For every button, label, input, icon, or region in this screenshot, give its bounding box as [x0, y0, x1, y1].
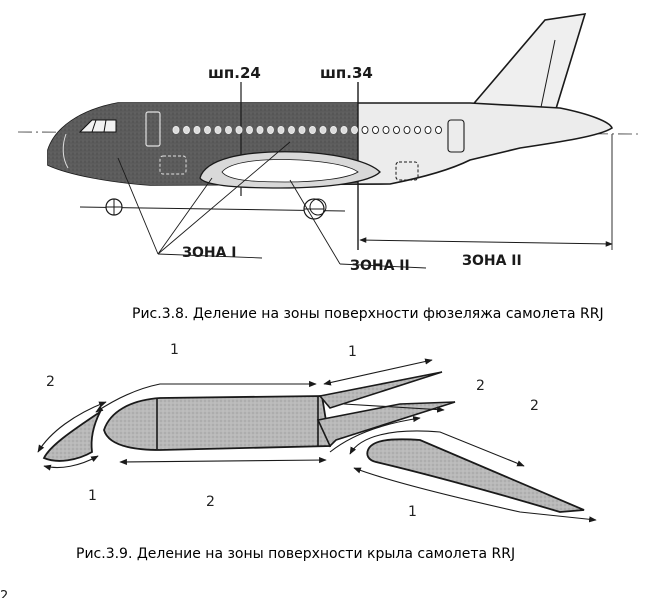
- main-gear-wheel: [303, 198, 327, 220]
- passenger-window: [183, 125, 190, 135]
- box-bottom-zone-number: 2: [206, 494, 215, 510]
- passenger-window: [309, 125, 316, 135]
- passenger-window: [298, 125, 306, 135]
- zone-2-pointer-lines: [289, 179, 427, 269]
- zone-1-pointer-lines: [117, 141, 291, 259]
- passenger-window: [424, 125, 432, 135]
- passenger-window: [382, 125, 390, 135]
- spoiler-zone-2-arrow: [343, 403, 445, 413]
- wing-figure: 2 1 1 2 1 2 2 1 Рис.3.9. Деление на зоны…: [37, 342, 597, 562]
- passenger-window: [225, 125, 232, 135]
- passenger-window: [435, 125, 442, 135]
- flap-section: [366, 438, 585, 513]
- passenger-window: [288, 125, 295, 135]
- passenger-window: [330, 125, 337, 135]
- passenger-window: [403, 125, 411, 135]
- zone-2-aft-dimension: [359, 237, 613, 247]
- page-number-fragment: 2: [0, 589, 8, 598]
- box-zone-1-arrow: [95, 380, 317, 413]
- aft-door: [447, 119, 465, 153]
- frame-34-label: шп.34: [320, 64, 373, 82]
- passenger-window: [267, 125, 274, 135]
- forward-door: [145, 111, 161, 147]
- passenger-window: [246, 125, 253, 135]
- passenger-window: [340, 125, 348, 135]
- spoiler-top-zone-number: 1: [348, 344, 357, 360]
- passenger-windows: [172, 125, 442, 135]
- spoiler-right-zone-number: 2: [476, 378, 485, 394]
- zone-1-label: ЗОНА I: [182, 245, 236, 261]
- passenger-window: [414, 125, 421, 135]
- passenger-window: [172, 125, 180, 135]
- vertical-tail: [468, 13, 587, 113]
- passenger-window: [256, 125, 264, 135]
- flap-zone-2-arrow: [349, 430, 525, 467]
- nose-gear-wheel: [105, 198, 123, 216]
- wing-root-inner: [221, 159, 359, 183]
- zone-2-lower-label: ЗОНА II: [350, 258, 410, 274]
- passenger-window: [372, 125, 379, 135]
- passenger-window: [319, 125, 327, 135]
- figure-3-9-caption: Рис.3.9. Деление на зоны поверхности кры…: [76, 546, 515, 562]
- passenger-window: [235, 125, 243, 135]
- passenger-window: [214, 125, 222, 135]
- frame-24-label: шп.24: [208, 64, 261, 82]
- slat-top-zone-number: 2: [46, 374, 55, 390]
- tail-rudder-line: [539, 39, 556, 113]
- box-top-zone-number: 1: [170, 342, 179, 358]
- passenger-window: [361, 125, 369, 135]
- zone-2-aft-label: ЗОНА II: [462, 253, 522, 269]
- box-zone-2-arrow: [119, 456, 327, 466]
- passenger-window: [277, 125, 285, 135]
- cargo-door-front: [159, 155, 187, 175]
- passenger-window: [193, 125, 201, 135]
- flap-top-zone-number: 2: [530, 398, 539, 414]
- fuselage-figure: шп.24 шп.34 ЗОНА I ЗОНА II ЗОНА II Рис.3…: [17, 13, 641, 322]
- ground-line: [79, 206, 346, 212]
- nose-cone-line: [62, 133, 69, 169]
- passenger-window: [393, 125, 400, 135]
- wing-main-section: [103, 395, 332, 451]
- slat-zone-1-arrow: [43, 455, 99, 471]
- figure-3-8-caption: Рис.3.8. Деление на зоны поверхности фюз…: [132, 306, 604, 322]
- cargo-door-aft: [395, 161, 419, 181]
- spoiler-zone-1-arrow: [323, 358, 433, 386]
- lower-trailing-arrow: [329, 415, 421, 453]
- flap-zone-1-arrow: [353, 467, 597, 523]
- flap-bottom-zone-number: 1: [408, 504, 417, 520]
- slat-bottom-zone-number: 1: [88, 488, 97, 504]
- passenger-window: [204, 125, 211, 135]
- passenger-window: [351, 125, 358, 135]
